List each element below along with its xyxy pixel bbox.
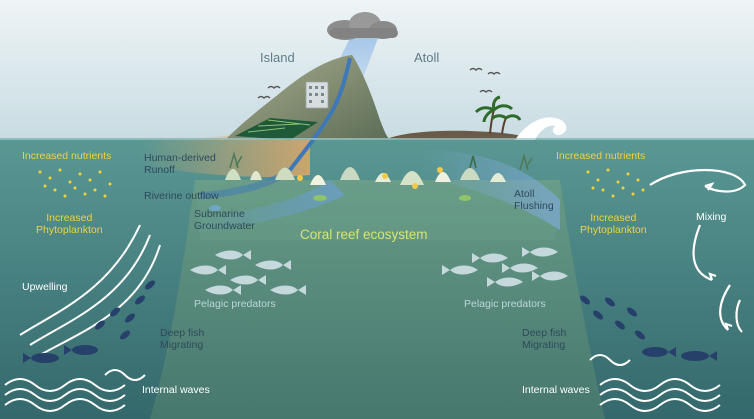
label-nutrients-left: Increased nutrients bbox=[22, 150, 112, 162]
seamount bbox=[150, 180, 605, 419]
groundwater-plume bbox=[195, 180, 345, 232]
label-phytoplankton-left: Increased Phytoplankton bbox=[36, 212, 103, 236]
pelagic-predator-fish-left bbox=[190, 250, 306, 295]
label-atoll-flushing: Atoll Flushing bbox=[514, 188, 554, 212]
internal-waves-right bbox=[589, 354, 721, 412]
pelagic-predator-fish-right bbox=[442, 247, 568, 287]
atoll-flushing-plume bbox=[420, 150, 560, 230]
cloud-icon bbox=[327, 12, 398, 40]
label-upwelling: Upwelling bbox=[22, 281, 68, 293]
upwelling-arrows bbox=[19, 224, 161, 356]
label-pelagic-left: Pelagic predators bbox=[194, 298, 276, 310]
label-mixing: Mixing bbox=[696, 211, 727, 223]
label-deep-fish-right: Deep fish Migrating bbox=[522, 327, 567, 351]
label-riverine-outflow: Riverine outflow bbox=[144, 190, 219, 202]
label-island: Island bbox=[260, 50, 295, 65]
building-icon bbox=[305, 81, 329, 109]
phytoplankton-dots bbox=[38, 168, 645, 198]
label-internal-waves-right: Internal waves bbox=[522, 384, 590, 396]
internal-waves-left bbox=[4, 369, 146, 412]
label-submarine-groundwater: Submarine Groundwater bbox=[194, 208, 255, 232]
label-human-runoff: Human-derived Runoff bbox=[144, 152, 216, 176]
palm-tree-icon bbox=[474, 95, 522, 135]
breaking-wave bbox=[515, 117, 567, 140]
label-atoll: Atoll bbox=[414, 50, 440, 65]
label-nutrients-right: Increased nutrients bbox=[556, 150, 646, 162]
deep-fish-left bbox=[23, 280, 155, 363]
label-internal-waves-left: Internal waves bbox=[142, 384, 210, 396]
label-pelagic-right: Pelagic predators bbox=[464, 298, 546, 310]
river bbox=[288, 57, 352, 172]
label-deep-fish-left: Deep fish Migrating bbox=[160, 327, 205, 351]
bird-icon bbox=[257, 67, 501, 100]
label-phytoplankton-right: Increased Phytoplankton bbox=[580, 212, 647, 236]
coral-reef-icon bbox=[209, 151, 533, 211]
label-coral-reef-ecosystem: Coral reef ecosystem bbox=[300, 227, 428, 242]
reef-platform bbox=[195, 180, 560, 240]
atoll-land bbox=[385, 130, 535, 140]
deep-fish-right bbox=[580, 295, 717, 361]
mixing-arrows bbox=[649, 169, 747, 333]
